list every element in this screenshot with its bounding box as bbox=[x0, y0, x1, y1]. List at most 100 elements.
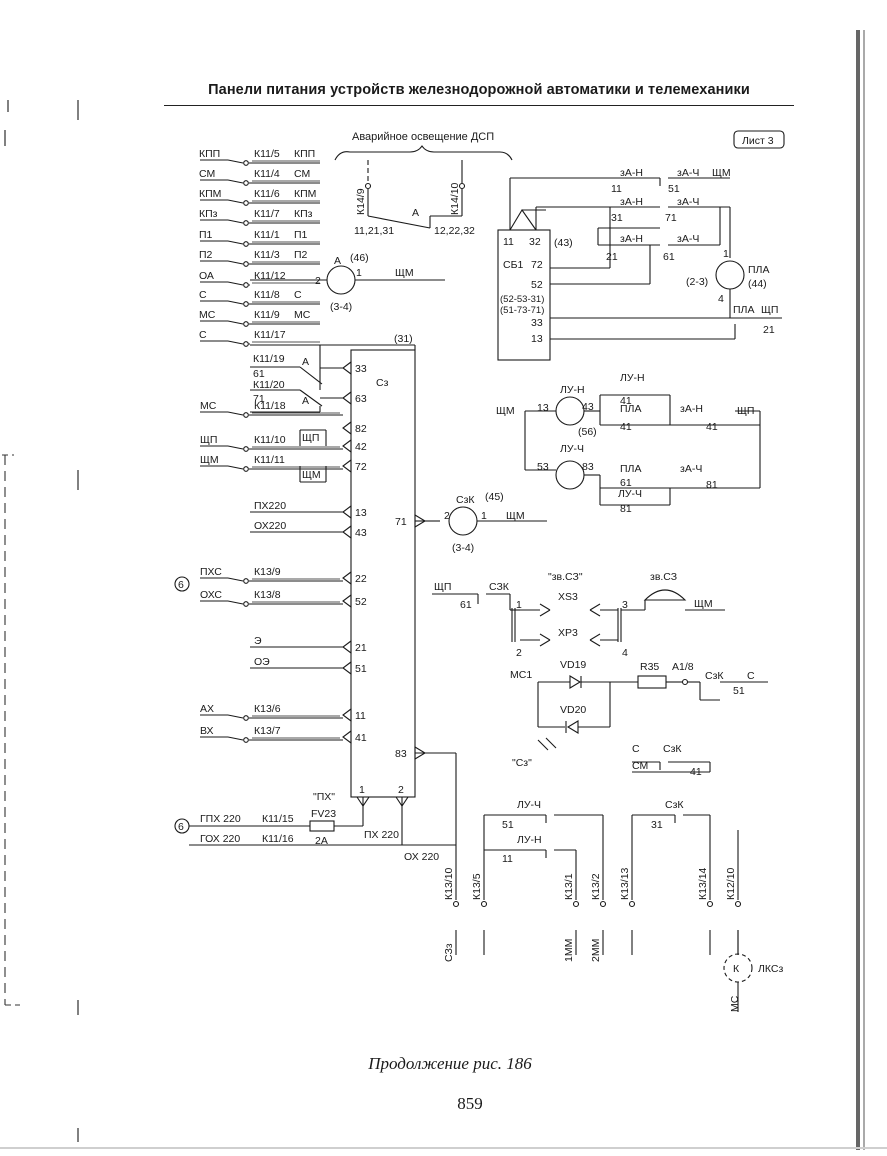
wiring-signal: ВХ bbox=[200, 725, 214, 737]
bell-p4: 4 bbox=[622, 647, 628, 659]
relay-a-bottom: (3-4) bbox=[330, 301, 352, 313]
misc-41: 41 bbox=[690, 766, 702, 778]
pla-contact-name: ПЛА bbox=[733, 304, 754, 316]
lks-name: ЛКСз bbox=[758, 963, 783, 975]
sb1-label: СБ1 bbox=[503, 259, 523, 271]
lun-t2: 43 bbox=[582, 401, 594, 413]
input-signal: КПП bbox=[199, 148, 220, 160]
sb1-c3-name: зА-Н bbox=[620, 196, 643, 208]
input-pin: К11/5 bbox=[254, 148, 280, 160]
lu-c1-num: 41 bbox=[620, 421, 632, 433]
input-pin: К11/17 bbox=[254, 329, 286, 341]
sb1-c3-num: 31 bbox=[611, 212, 623, 224]
wiring-signal: ЩП bbox=[200, 434, 217, 446]
misc-cm: СМ bbox=[632, 760, 648, 772]
pla-mid: (2-3) bbox=[686, 276, 708, 288]
terminal-out: 1ММ bbox=[563, 939, 575, 962]
sb1-c6-name: зА-Ч bbox=[677, 233, 699, 245]
wiring-signal: ЩМ bbox=[200, 454, 219, 466]
bell-p1: 1 bbox=[516, 599, 522, 611]
sb1-c2-name: ЩМ bbox=[712, 167, 731, 179]
block-pin: 82 bbox=[355, 423, 367, 435]
input-signal: С bbox=[199, 329, 207, 341]
bell-61: 61 bbox=[460, 599, 472, 611]
input-pin: К11/4 bbox=[254, 168, 280, 180]
sb1-t33: 33 bbox=[531, 317, 543, 329]
lu-right: ЩП bbox=[737, 405, 754, 417]
misc-11: 11 bbox=[502, 853, 513, 865]
block-pin: 51 bbox=[355, 663, 367, 675]
bell-szk: СЗК bbox=[489, 581, 510, 593]
luch-t1: 53 bbox=[537, 461, 549, 473]
sheet-label: Лист 3 bbox=[742, 135, 774, 147]
terminal-pin: К13/13 bbox=[619, 867, 631, 900]
input-pin: К11/8 bbox=[254, 289, 280, 301]
led-mc1: МС1 bbox=[510, 669, 532, 681]
power-gph: ГПХ 220 bbox=[200, 813, 241, 825]
terminal-pin: К13/1 bbox=[563, 873, 575, 900]
wire-k1120: К11/20 bbox=[253, 379, 285, 391]
szk-t1: 2 bbox=[444, 510, 450, 522]
input-pin: К11/1 bbox=[254, 229, 280, 241]
block-pin: 13 bbox=[355, 507, 367, 519]
terminal-pin: К13/5 bbox=[471, 873, 483, 900]
input-out: КПП bbox=[294, 148, 315, 160]
wire-k1119: К11/19 bbox=[253, 353, 285, 365]
sb1-b2: (51-73-71) bbox=[500, 305, 544, 316]
input-out: П1 bbox=[294, 229, 308, 241]
sb1-c0-name: зА-Н bbox=[620, 167, 643, 179]
fuse-rating: 2А bbox=[315, 835, 328, 847]
fuse-label: "ПХ" bbox=[313, 791, 335, 803]
lks-mc: МС bbox=[729, 995, 741, 1012]
sb1-c1-name: зА-Ч bbox=[677, 167, 699, 179]
lu-c4-num: 81 bbox=[620, 503, 632, 515]
sb1-c4-num: 71 bbox=[665, 212, 677, 224]
terminal-pin: К13/14 bbox=[697, 867, 709, 900]
fuse-name: FV23 bbox=[311, 808, 336, 820]
lu-c2-num: 41 bbox=[706, 421, 718, 433]
emergency-pin-right: К14/10 bbox=[449, 182, 461, 215]
wiring-pin: К13/8 bbox=[254, 589, 281, 601]
terminal-out: 2ММ bbox=[590, 939, 602, 962]
block-pin: 63 bbox=[355, 393, 367, 405]
lu-c2-name: зА-Н bbox=[680, 403, 703, 415]
block-pin: 33 bbox=[355, 363, 367, 375]
header-rule bbox=[164, 105, 794, 106]
block-pin: 52 bbox=[355, 596, 367, 608]
sb1-c5-num: 21 bbox=[606, 251, 618, 263]
input-out: С bbox=[294, 289, 302, 301]
led-vd20: VD20 bbox=[560, 704, 586, 716]
block-pin: 21 bbox=[355, 642, 367, 654]
power-px: ПХ 220 bbox=[364, 829, 399, 841]
lu-c3-num: 61 bbox=[620, 477, 632, 489]
misc-31: 31 bbox=[651, 819, 663, 831]
bell-xp: XP3 bbox=[558, 627, 578, 639]
bell-p2: 2 bbox=[516, 647, 522, 659]
sb1-c1-num: 51 bbox=[668, 183, 680, 195]
block-pin: 72 bbox=[355, 461, 367, 473]
lu-left: ЩМ bbox=[496, 405, 515, 417]
bell-out: ЩМ bbox=[694, 598, 713, 610]
wiring-pin: К13/6 bbox=[254, 703, 281, 715]
sb1-c5-name: зА-Н bbox=[620, 233, 643, 245]
lu-c5-name: зА-Ч bbox=[680, 463, 702, 475]
wiring-signal: МС bbox=[200, 400, 217, 412]
bell-p3: 3 bbox=[622, 599, 628, 611]
block-pin: 42 bbox=[355, 441, 367, 453]
misc-c: С bbox=[632, 743, 640, 755]
input-signal: КПМ bbox=[199, 188, 221, 200]
terminal-pin: К13/10 bbox=[443, 867, 455, 900]
bell-zv: "зв.СЗ" bbox=[548, 571, 583, 583]
power-pin2: К11/16 bbox=[262, 833, 294, 845]
block-pin: 11 bbox=[355, 710, 366, 722]
wiring-pin: К11/18 bbox=[254, 400, 286, 412]
lu-c4-name: ЛУ-Ч bbox=[618, 488, 642, 500]
input-signal: КПз bbox=[199, 208, 218, 220]
block-pin-b2: 2 bbox=[398, 784, 404, 796]
sb1-c4-name: зА-Ч bbox=[677, 196, 699, 208]
wiring-pin: К11/10 bbox=[254, 434, 286, 446]
misc-luch: ЛУ-Ч bbox=[517, 799, 541, 811]
relay-a-out: ЩМ bbox=[395, 267, 414, 279]
sb1-t11: 11 bbox=[503, 236, 514, 248]
input-out: МС bbox=[294, 309, 311, 321]
